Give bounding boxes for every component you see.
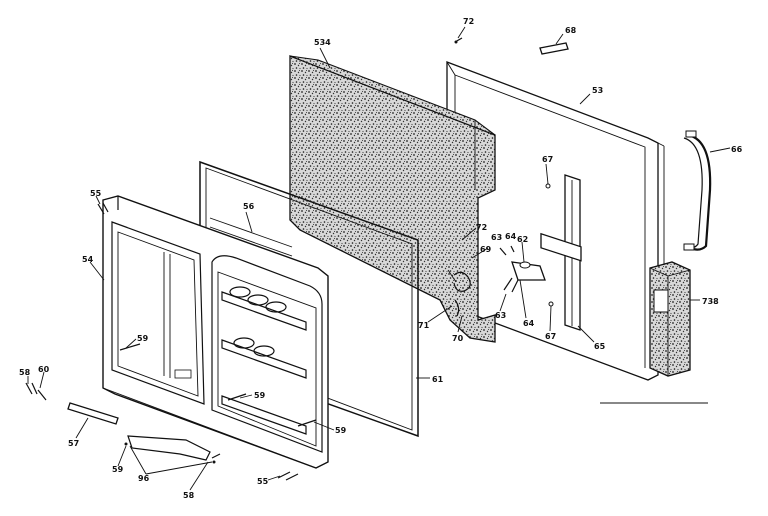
callout-67-bottom: 67	[545, 332, 556, 341]
part-68-trim	[539, 42, 569, 55]
inner-door-liner	[102, 195, 329, 469]
screws-55-top	[97, 202, 109, 215]
screws-55-bottom	[277, 471, 299, 481]
callout-59-right: 59	[335, 426, 347, 435]
callout-53: 53	[592, 86, 603, 95]
callout-56: 56	[243, 202, 255, 211]
callout-70: 70	[452, 334, 464, 343]
screws-58-60	[25, 382, 47, 401]
screw-72-top	[454, 37, 463, 44]
callout-63-top: 63	[491, 233, 502, 242]
bottom-trim-strip	[67, 402, 119, 425]
hinge-strip	[540, 174, 582, 331]
callout-55-top: 55	[90, 189, 102, 198]
callout-69: 69	[480, 245, 492, 254]
callout-59-bottom: 59	[112, 465, 124, 474]
callout-57: 57	[68, 439, 79, 448]
callout-96: 96	[138, 474, 150, 483]
callout-66: 66	[731, 145, 743, 154]
callout-68: 68	[565, 26, 577, 35]
callout-72-mid: 72	[476, 223, 487, 232]
side-foam-block	[649, 261, 691, 377]
callout-63-bottom: 63	[495, 311, 506, 320]
callout-60: 60	[38, 365, 50, 374]
callout-64-bottom: 64	[523, 319, 535, 328]
callout-59-upper: 59	[137, 334, 149, 343]
door-handle	[683, 130, 712, 251]
callout-59-mid: 59	[254, 391, 266, 400]
hinge-hardware	[447, 183, 554, 317]
callout-738: 738	[702, 297, 719, 306]
leader-lines	[27, 26, 731, 491]
callout-58-bottom: 58	[183, 491, 195, 500]
callout-71: 71	[418, 321, 430, 330]
callout-54: 54	[82, 255, 94, 264]
callout-67-top: 67	[542, 155, 553, 164]
callout-55-bottom: 55	[257, 477, 269, 486]
callout-58-left: 58	[19, 368, 31, 377]
callout-534: 534	[314, 38, 331, 47]
foam-insulation-block	[289, 55, 496, 343]
callout-61: 61	[432, 375, 444, 384]
callout-65: 65	[594, 342, 606, 351]
callout-64-top: 64	[505, 232, 517, 241]
callout-72-top: 72	[463, 17, 474, 26]
callout-62: 62	[517, 235, 528, 244]
callout-labels: 72 68 534 53 66 67 72 63 64 62 69 738 63…	[19, 17, 743, 500]
bottom-bracket	[124, 435, 221, 464]
